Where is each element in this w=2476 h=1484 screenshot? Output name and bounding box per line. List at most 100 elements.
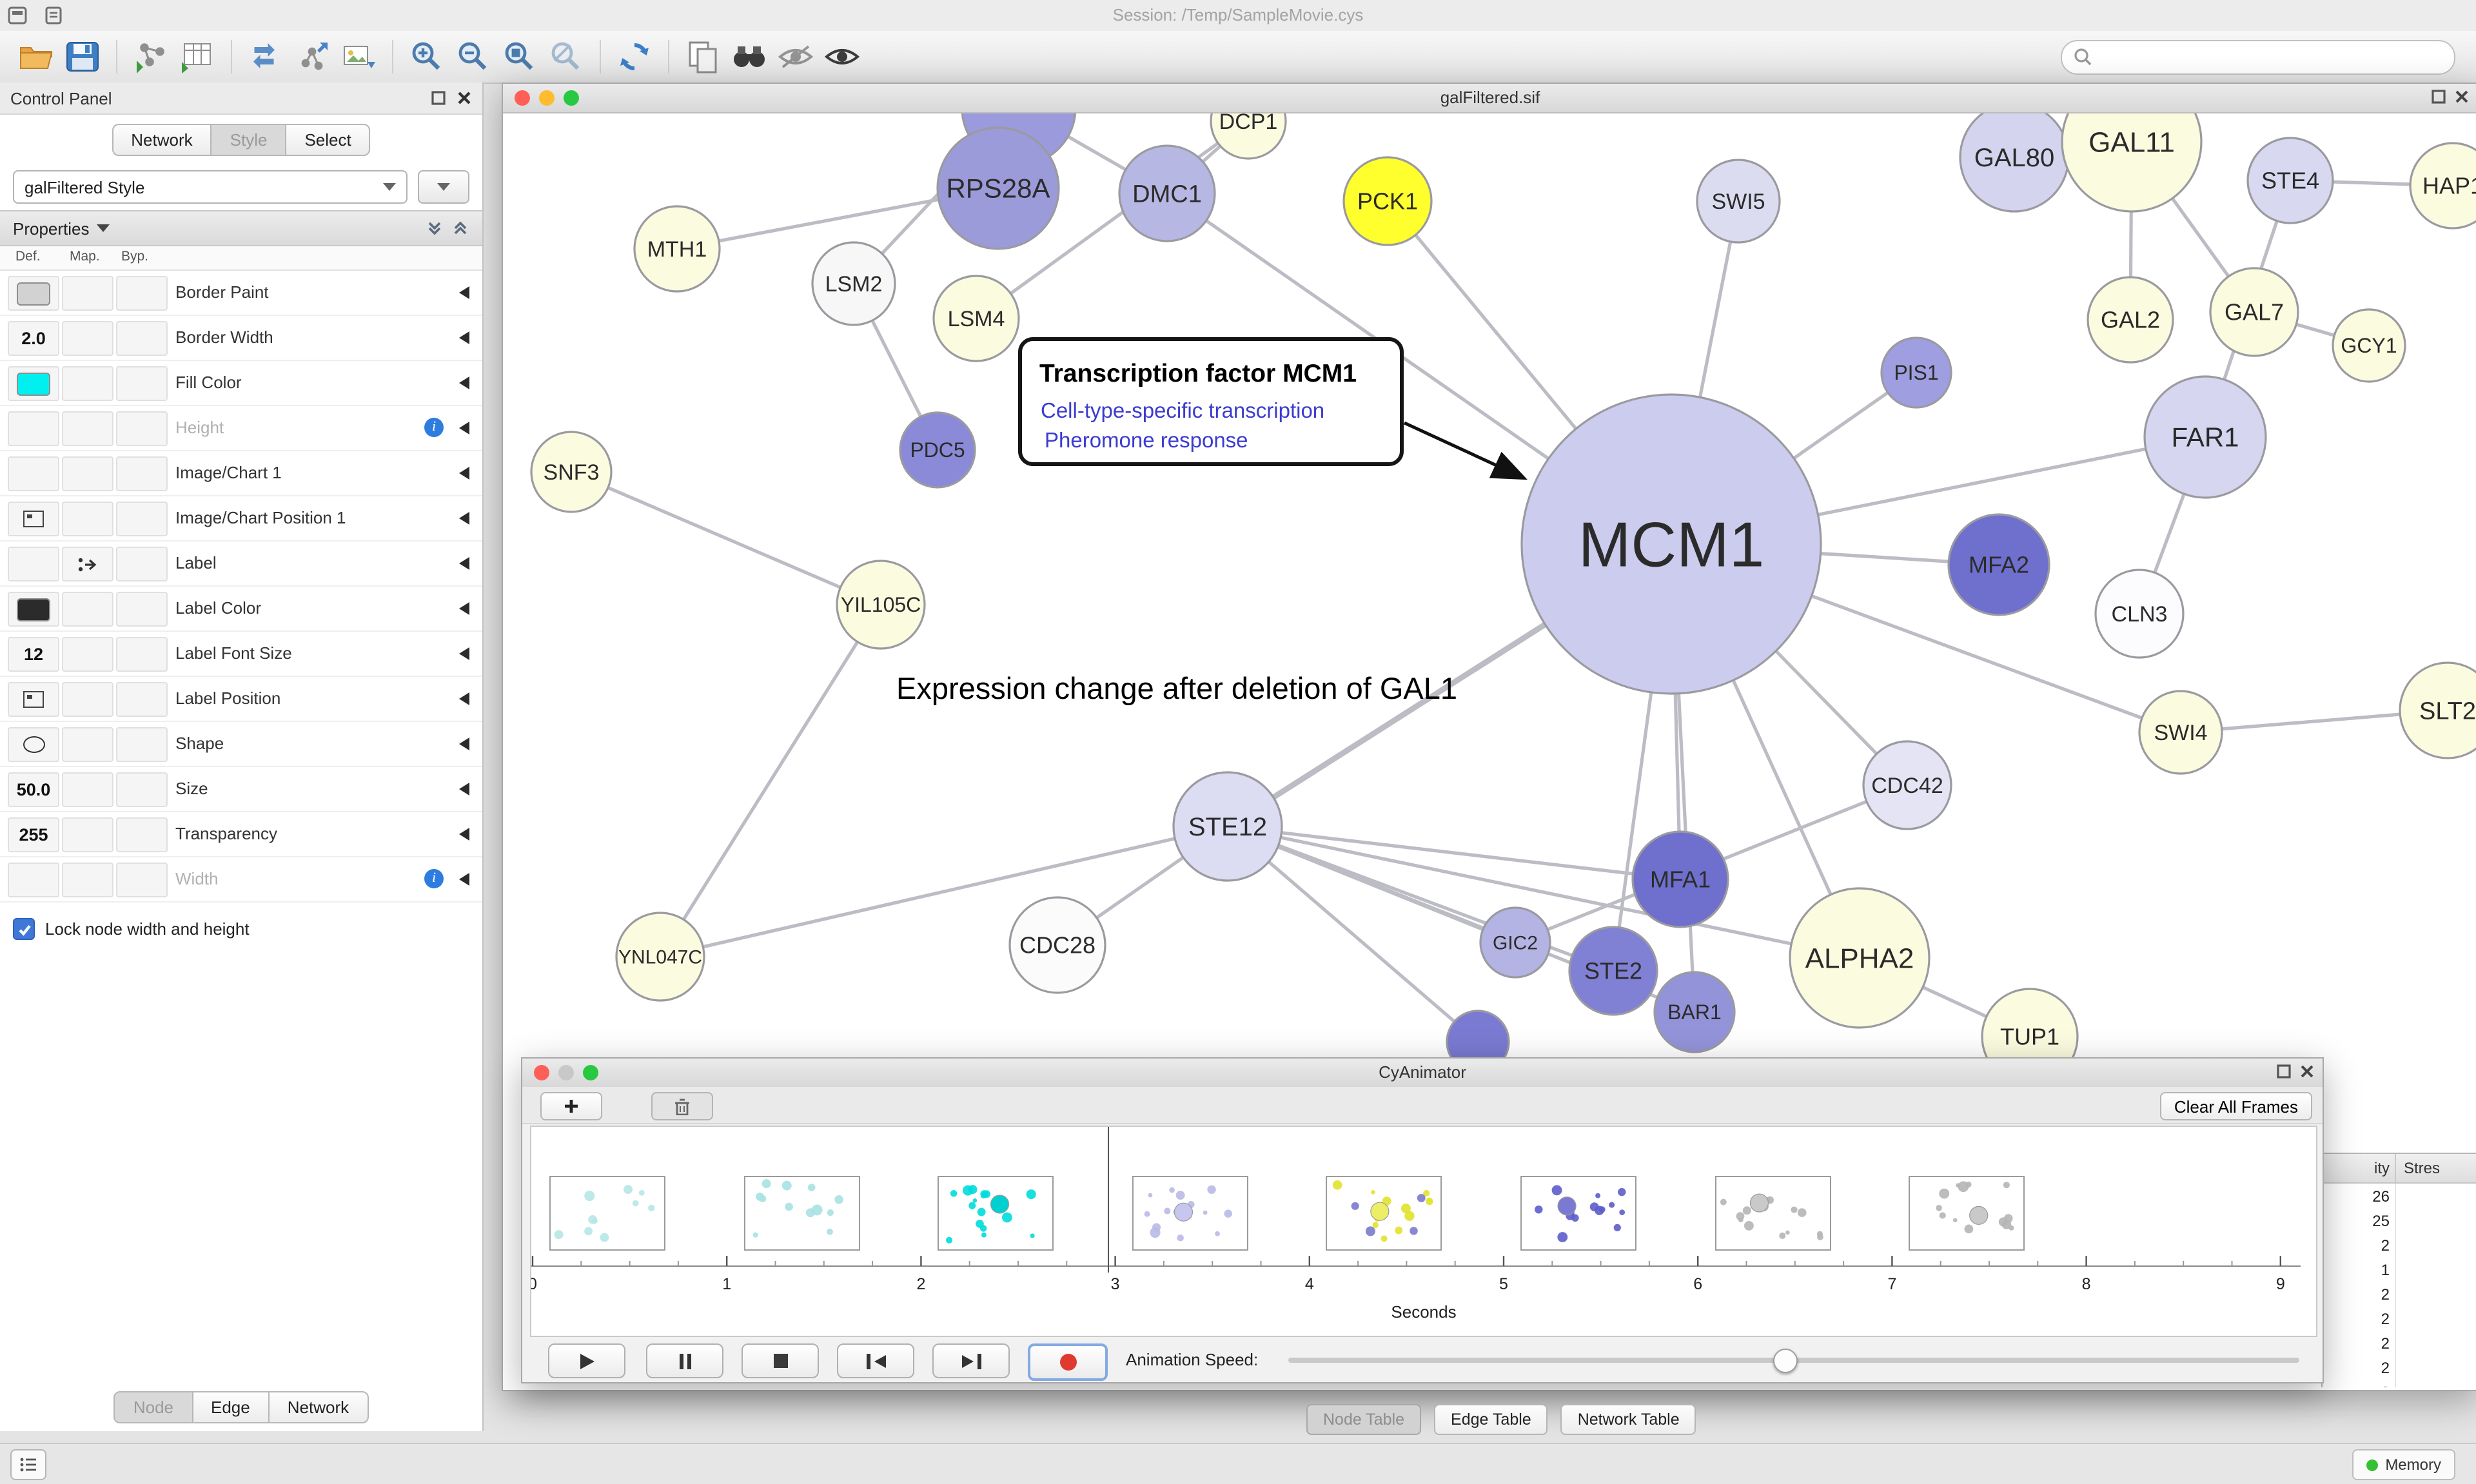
property-map-cell[interactable] <box>62 817 113 852</box>
network-node-MTH1[interactable]: MTH1 <box>633 205 721 293</box>
network-edge-DCP1-LSM4[interactable] <box>975 119 1250 320</box>
property-def-cell[interactable] <box>8 682 59 717</box>
table-row[interactable]: 2 <box>2323 1306 2476 1331</box>
collapse-all-icon[interactable] <box>451 219 469 237</box>
frame-thumbnail-2[interactable] <box>743 1176 860 1251</box>
expand-row-icon[interactable] <box>459 737 469 750</box>
pause-button[interactable] <box>646 1343 723 1378</box>
close-traffic-light[interactable] <box>515 90 530 106</box>
table-row[interactable]: 2 <box>2323 1331 2476 1355</box>
expand-row-icon[interactable] <box>459 512 469 525</box>
annotation-link[interactable]: Pheromone response <box>1045 428 1248 452</box>
clear-all-frames-button[interactable]: Clear All Frames <box>2159 1092 2312 1120</box>
property-byp-cell[interactable] <box>116 727 168 762</box>
zoom-out-icon[interactable] <box>453 36 494 77</box>
column-header-centrality[interactable]: ity <box>2374 1159 2390 1177</box>
task-history-button[interactable] <box>10 1449 46 1480</box>
property-byp-cell[interactable] <box>116 456 168 491</box>
property-def-cell[interactable] <box>8 592 59 627</box>
float-window-icon[interactable] <box>2431 89 2446 104</box>
table-row[interactable]: 2 <box>2323 1380 2476 1387</box>
property-def-cell[interactable] <box>8 456 59 491</box>
panel-tab-network[interactable]: Network <box>268 1391 369 1423</box>
float-panel-icon[interactable] <box>431 90 446 106</box>
network-edge-YIL105C-SNF3[interactable] <box>570 470 882 607</box>
info-icon[interactable]: i <box>424 418 444 437</box>
property-byp-cell[interactable] <box>116 592 168 627</box>
property-byp-cell[interactable] <box>116 411 168 446</box>
network-node-ALPHA2[interactable]: ALPHA2 <box>1789 887 1931 1029</box>
property-byp-cell[interactable] <box>116 547 168 581</box>
network-node-LSM4[interactable]: LSM4 <box>932 275 1020 362</box>
skip-to-end-button[interactable] <box>932 1343 1010 1378</box>
property-map-cell[interactable] <box>62 321 113 356</box>
record-button[interactable] <box>1028 1343 1108 1381</box>
property-row-image-chart-1[interactable]: Image/Chart 1 <box>0 451 482 496</box>
table-row[interactable]: 26 <box>2323 1184 2476 1208</box>
property-def-cell[interactable]: 255 <box>8 817 59 852</box>
float-window-icon[interactable] <box>2276 1064 2292 1079</box>
animation-timeline[interactable]: 0123456789 Seconds <box>530 1126 2317 1337</box>
window-icon[interactable] <box>8 6 27 24</box>
property-map-cell[interactable] <box>62 411 113 446</box>
zoom-fit-icon[interactable] <box>499 36 540 77</box>
panel-tab-node[interactable]: Node <box>113 1391 193 1423</box>
network-window-titlebar[interactable]: galFiltered.sif <box>503 84 2476 113</box>
property-map-cell[interactable] <box>62 637 113 672</box>
network-node-RPS28A[interactable]: RPS28A <box>936 126 1060 250</box>
property-byp-cell[interactable] <box>116 863 168 897</box>
frame-thumbnail-3[interactable] <box>938 1176 1054 1251</box>
zoom-selected-icon[interactable] <box>545 36 587 77</box>
current-style-dropdown[interactable]: galFiltered Style <box>13 170 408 204</box>
property-row-image-chart-position-1[interactable]: Image/Chart Position 1 <box>0 496 482 542</box>
property-row-label-color[interactable]: Label Color <box>0 587 482 632</box>
expand-row-icon[interactable] <box>459 692 469 705</box>
transfer-arrows-icon[interactable] <box>245 36 286 77</box>
network-edge-STE12-YNL047C[interactable] <box>660 825 1228 959</box>
network-node-PIS1[interactable]: PIS1 <box>1880 337 1952 409</box>
property-map-cell[interactable] <box>62 772 113 807</box>
property-def-cell[interactable] <box>8 502 59 536</box>
add-frame-button[interactable] <box>540 1092 602 1120</box>
network-edge-STE12-MFA1[interactable] <box>1227 825 1681 881</box>
refresh-icon[interactable] <box>614 36 655 77</box>
property-map-cell[interactable] <box>62 502 113 536</box>
close-panel-icon[interactable] <box>457 90 472 106</box>
network-node-MCM1[interactable]: MCM1 <box>1520 393 1822 695</box>
expand-row-icon[interactable] <box>459 422 469 434</box>
import-table-icon[interactable] <box>177 36 218 77</box>
zoom-traffic-light[interactable] <box>564 90 579 106</box>
property-map-cell[interactable] <box>62 366 113 401</box>
property-map-cell[interactable] <box>62 547 113 581</box>
frame-thumbnail-1[interactable] <box>549 1176 665 1251</box>
expand-row-icon[interactable] <box>459 557 469 570</box>
tab-node-table[interactable]: Node Table <box>1306 1404 1422 1435</box>
network-node-PDC5[interactable]: PDC5 <box>899 411 976 489</box>
table-row[interactable]: 2 <box>2323 1355 2476 1380</box>
property-row-label[interactable]: Label <box>0 542 482 587</box>
search-input[interactable] <box>2099 46 2442 68</box>
property-def-cell[interactable] <box>8 366 59 401</box>
network-node-CDC28[interactable]: CDC28 <box>1008 896 1106 994</box>
table-header-row[interactable]: ity Stres <box>2323 1154 2476 1184</box>
property-byp-cell[interactable] <box>116 502 168 536</box>
frame-thumbnail-4[interactable] <box>1132 1176 1248 1251</box>
expand-row-icon[interactable] <box>459 286 469 299</box>
property-map-cell[interactable] <box>62 863 113 897</box>
zoom-traffic-light[interactable] <box>583 1065 598 1080</box>
network-edge-STE12-ALPHA2[interactable] <box>1227 825 1860 960</box>
delete-frame-button[interactable] <box>651 1092 713 1120</box>
memory-button[interactable]: Memory <box>2352 1449 2455 1480</box>
network-node-BAR1[interactable]: BAR1 <box>1653 971 1736 1053</box>
import-network-icon[interactable] <box>130 36 172 77</box>
network-node-SWI5[interactable]: SWI5 <box>1696 159 1781 244</box>
expand-row-icon[interactable] <box>459 828 469 841</box>
property-byp-cell[interactable] <box>116 682 168 717</box>
eye-slash-icon[interactable] <box>775 36 816 77</box>
property-row-fill-color[interactable]: Fill Color <box>0 361 482 406</box>
property-byp-cell[interactable] <box>116 817 168 852</box>
expand-row-icon[interactable] <box>459 602 469 615</box>
property-byp-cell[interactable] <box>116 637 168 672</box>
